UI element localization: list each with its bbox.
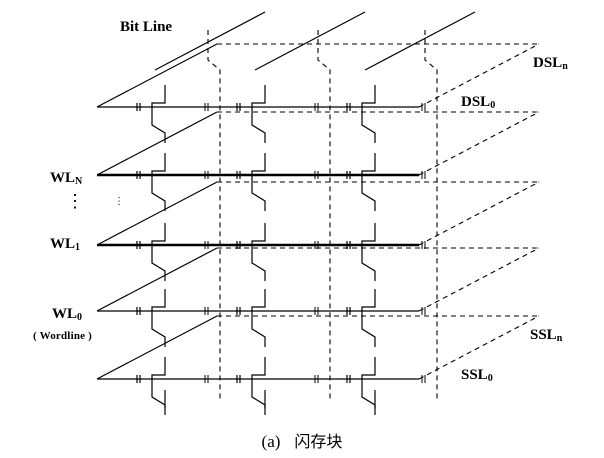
ssl-n-sub: n	[556, 333, 563, 344]
string-seg-a-1-0	[251, 85, 266, 111]
wl-n-main: WL	[50, 170, 76, 186]
dsl-0-main: DSL	[461, 94, 491, 110]
string-seg-b-2-2	[361, 249, 376, 281]
transistor-gate-ticks	[136, 103, 426, 383]
string-seg-a-0-0	[151, 85, 166, 111]
caption-tag: (a)	[261, 432, 281, 451]
string-seg-b-2-4	[361, 383, 376, 415]
string-seg-b-1-4	[251, 383, 266, 415]
wl-n-label: WLN	[50, 171, 82, 187]
wl-1-label: WL1	[50, 237, 80, 253]
string-seg-b-0-0	[151, 111, 166, 143]
bit-line-diag-0	[154, 11, 266, 71]
bit-line-label: Bit Line	[120, 19, 173, 35]
string-seg-a-2-1	[361, 153, 376, 179]
ssl-0-main: SSL	[461, 367, 488, 383]
ssl-n-main: SSL	[530, 327, 557, 343]
string-seg-a-1-1	[251, 153, 266, 179]
wl0-line-diag-left	[96, 247, 218, 312]
string-seg-a-0-2	[151, 223, 166, 249]
string-seg-a-2-2	[361, 223, 376, 249]
ssl-n-label: SSLn	[530, 328, 562, 344]
wl-1-sub: 1	[75, 242, 81, 253]
string-seg-a-2-0	[361, 85, 376, 111]
caption-text: 闪存块	[294, 432, 343, 451]
dsl-n-sub: n	[562, 61, 568, 72]
figure-caption: (a) 闪存块	[0, 428, 604, 452]
string-seg-a-1-4	[251, 357, 266, 383]
string-seg-a-2-3	[361, 289, 376, 315]
vertical-ellipsis-mid: ⋮	[114, 196, 124, 207]
string-seg-b-2-3	[361, 315, 376, 347]
bit-line-diag-2	[364, 11, 476, 71]
dsl-n-label: DSLn	[533, 56, 568, 72]
back-string-2	[424, 30, 438, 400]
back-string-1	[317, 30, 331, 400]
string-seg-b-0-3	[151, 315, 166, 347]
back-plane-dashed-lines	[207, 30, 540, 400]
string-seg-b-0-4	[151, 383, 166, 415]
string-seg-b-1-0	[251, 111, 266, 143]
ssl0-line-diag-right	[418, 315, 540, 380]
ssl-0-label: SSL0	[461, 368, 493, 384]
dsl-0-sub: 0	[490, 100, 496, 111]
string-seg-a-2-4	[361, 357, 376, 383]
wl-0-label: WL0	[52, 307, 82, 323]
wln-line-diag-right	[418, 111, 540, 176]
string-seg-a-1-2	[251, 223, 266, 249]
back-string-0	[207, 30, 221, 400]
ssl0-line-diag-left	[96, 315, 218, 380]
wln-line-diag-left	[96, 111, 218, 176]
wl1-line-diag-right	[418, 181, 540, 246]
string-seg-b-2-0	[361, 111, 376, 143]
wl-1-main: WL	[50, 236, 76, 252]
string-seg-b-2-1	[361, 179, 376, 211]
vertical-ellipsis-left: ⋮	[66, 191, 84, 211]
string-seg-b-1-1	[251, 179, 266, 211]
dsl-0-label: DSL0	[461, 95, 495, 111]
bit-line-diag-1	[254, 11, 366, 71]
string-seg-a-1-3	[251, 289, 266, 315]
dsl-n-main: DSL	[533, 55, 563, 71]
wl-n-sub: N	[75, 176, 83, 187]
ssl-0-sub: 0	[487, 373, 493, 384]
dsl0-line-diag-right	[418, 43, 540, 108]
wordline-label: ( Wordline )	[33, 330, 93, 342]
wl-0-sub: 0	[77, 312, 83, 323]
string-seg-b-1-3	[251, 315, 266, 347]
string-seg-b-1-2	[251, 249, 266, 281]
wl0-line-diag-right	[418, 247, 540, 312]
dsl0-line-diag-left	[96, 43, 218, 108]
string-seg-a-0-1	[151, 153, 166, 179]
string-seg-a-0-3	[151, 289, 166, 315]
wl1-line-diag-left	[96, 181, 218, 246]
string-seg-a-0-4	[151, 357, 166, 383]
string-seg-b-0-2	[151, 249, 166, 281]
wl-0-main: WL	[52, 306, 78, 322]
string-seg-b-0-1	[151, 179, 166, 211]
front-plane-solid-lines	[96, 11, 476, 415]
